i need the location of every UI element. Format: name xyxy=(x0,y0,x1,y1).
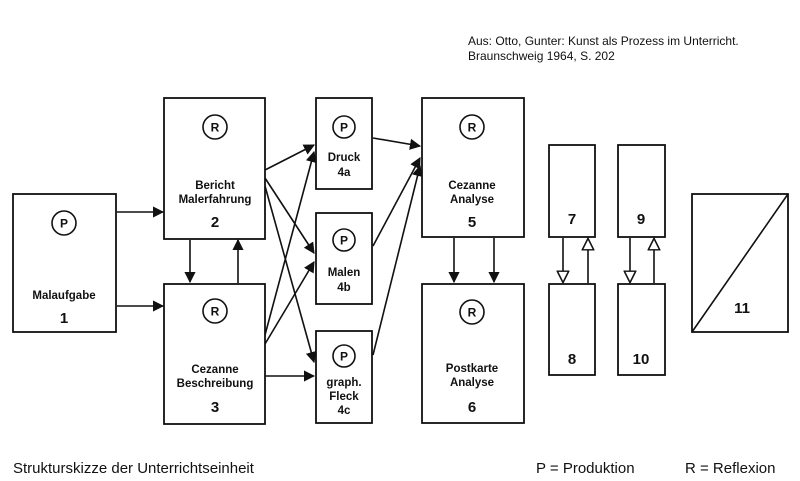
box-label-line-2: Fleck xyxy=(329,391,359,403)
reflection-badge xyxy=(202,298,228,324)
box-label-line-2: Analyse xyxy=(450,194,494,206)
badge-letter: R xyxy=(211,305,220,319)
box-3: R Cezanne Beschreibung 3 xyxy=(163,283,266,425)
production-badge xyxy=(332,115,356,139)
box-11-diagonal xyxy=(691,193,789,333)
box-label-line-2: 4b xyxy=(337,282,350,294)
box-label-line-1: Postkarte xyxy=(446,363,498,375)
badge-letter: R xyxy=(468,306,477,320)
reflection-badge xyxy=(459,114,485,140)
badge-letter: P xyxy=(340,121,348,135)
badge-letter: P xyxy=(340,234,348,248)
box-7: 7 xyxy=(548,144,596,238)
diagram-caption: Strukturskizze der Unterrichtseinheit xyxy=(13,460,255,477)
box-number: 7 xyxy=(568,211,576,228)
box-label-line-3: 4c xyxy=(338,405,351,417)
box-number: 2 xyxy=(211,214,219,231)
badge-letter: P xyxy=(60,217,68,231)
box-4b: P Malen 4b xyxy=(315,212,373,305)
box-label-line-1: Cezanne xyxy=(191,364,238,376)
box-label-line-1: Bericht xyxy=(195,180,235,192)
connectors xyxy=(117,137,654,382)
badge-letter: R xyxy=(211,121,220,135)
box-number: 5 xyxy=(468,214,476,231)
box-label-line-2: Analyse xyxy=(450,377,494,389)
box-label-line-2: Beschreibung xyxy=(177,378,254,390)
box-number: 3 xyxy=(211,399,219,416)
badge-letter: R xyxy=(468,121,477,135)
box-number: 8 xyxy=(568,351,576,368)
box-number: 6 xyxy=(468,399,476,416)
reflection-badge xyxy=(202,114,228,140)
legend-production: P = Produktion xyxy=(536,460,635,477)
production-badge xyxy=(332,344,356,368)
box-number: 9 xyxy=(637,211,645,228)
box-10: 10 xyxy=(617,283,666,376)
box-label-line-2: 4a xyxy=(338,167,351,179)
box-4c: P graph. Fleck 4c xyxy=(315,330,373,424)
box-label-line-1: Druck xyxy=(328,152,361,164)
box-label: Malaufgabe xyxy=(32,290,95,302)
box-number: 10 xyxy=(633,351,650,368)
box-label-line-1: Malen xyxy=(328,267,361,279)
box-2: R Bericht Malerfahrung 2 xyxy=(163,97,266,240)
box-1: P Malaufgabe 1 xyxy=(12,193,117,333)
box-11: 11 xyxy=(691,193,789,333)
box-label-line-1: graph. xyxy=(326,377,361,389)
arrow-4a-to-5 xyxy=(372,137,422,150)
arrow-4c-to-5 xyxy=(372,164,424,356)
box-number: 1 xyxy=(60,310,68,327)
box-4a: P Druck 4a xyxy=(315,97,373,190)
source-line-2: Braunschweig 1964, S. 202 xyxy=(468,49,615,63)
production-badge xyxy=(51,210,77,236)
arrow-4b-to-5 xyxy=(372,157,421,247)
reflection-badge xyxy=(459,299,485,325)
arrow-2-to-4c xyxy=(264,185,317,364)
box-5: R Cezanne Analyse 5 xyxy=(421,97,525,238)
box-6: R Postkarte Analyse 6 xyxy=(421,283,525,424)
legend-reflection: R = Reflexion xyxy=(685,460,775,477)
box-9: 9 xyxy=(617,144,666,238)
source-line-1: Aus: Otto, Gunter: Kunst als Prozess im … xyxy=(468,34,739,48)
box-label-line-2: Malerfahrung xyxy=(179,194,252,206)
arrow-2-to-4b xyxy=(264,177,315,254)
box-label-line-1: Cezanne xyxy=(448,180,495,192)
box-number: 11 xyxy=(734,300,750,317)
box-8: 8 xyxy=(548,283,596,376)
badge-letter: P xyxy=(340,350,348,364)
arrow-3-to-4a xyxy=(264,150,317,336)
production-badge xyxy=(332,228,356,252)
arrow-2-to-4a xyxy=(264,144,315,171)
arrow-3-to-4b xyxy=(264,261,315,345)
